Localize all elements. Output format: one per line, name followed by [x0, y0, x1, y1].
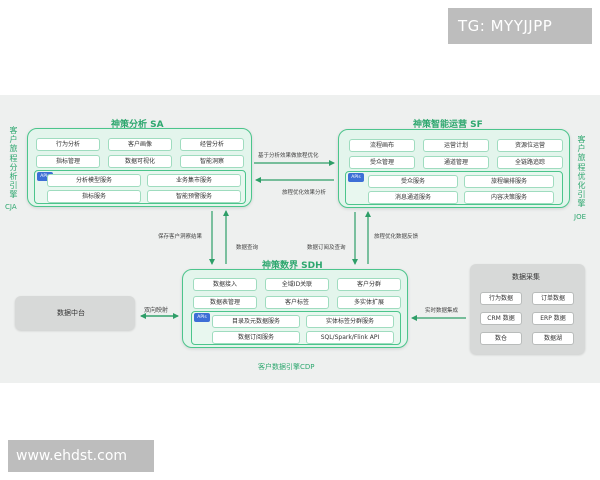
note-sa-to-sf: 基于分析效果做旅程优化	[258, 153, 319, 159]
collection-data-lake[interactable]: 数据湖	[532, 332, 574, 345]
sdh-title: 神策数界 SDH	[262, 261, 323, 271]
sa-chip-smart-alert-service[interactable]: 智能预警服务	[147, 190, 241, 203]
collection-erp-data[interactable]: ERP 数据	[532, 312, 574, 325]
sa-title: 神策分析 SA	[111, 120, 164, 130]
sdh-caption: 客户数据引擎CDP	[258, 363, 315, 371]
collection-crm-data[interactable]: CRM 数据	[480, 312, 522, 325]
sdh-chip-entity-tag-segment-service[interactable]: 实体标签分群服务	[306, 315, 394, 328]
sdh-chip-catalog-metadata-service[interactable]: 目录及元数据服务	[212, 315, 300, 328]
note-sf-to-sa: 旅程优化效果分析	[282, 190, 327, 196]
sdh-chip-table-management[interactable]: 数据表管理	[193, 296, 257, 309]
note-realtime: 实时数据集成	[425, 308, 459, 314]
sdh-panel: 数据接入 全域ID关联 客户分群 数据表管理 客户标签 多实体扩展 APIs 目…	[182, 269, 408, 348]
sf-side-abbr: JOE	[574, 213, 586, 221]
sdh-chip-sql-api[interactable]: SQL/Spark/Flink API	[306, 331, 394, 344]
sf-chip-resource-operation[interactable]: 资源位运营	[497, 139, 563, 152]
sa-chip-behavior-analysis[interactable]: 行为分析	[36, 138, 100, 151]
sdh-chip-customer-tags[interactable]: 客户标签	[265, 296, 329, 309]
note-data-query: 数据查询	[236, 245, 259, 251]
sa-chip-business-analysis[interactable]: 经营分析	[180, 138, 244, 151]
sf-chip-audience-service[interactable]: 受众服务	[368, 175, 458, 188]
watermark-top: TG: MYYJJPP	[448, 8, 592, 44]
note-save-segment: 保存客户洞察结果	[158, 234, 203, 240]
sa-chip-metric-management[interactable]: 指标管理	[36, 155, 100, 168]
note-bidirectional: 双向映射	[144, 307, 169, 314]
sa-chip-metric-service[interactable]: 指标服务	[47, 190, 141, 203]
sdh-chip-global-id-link[interactable]: 全域ID关联	[265, 278, 329, 291]
collection-behavior-data[interactable]: 行为数据	[480, 292, 522, 305]
sf-chip-audience-management[interactable]: 受众管理	[349, 156, 415, 169]
sf-panel: 流程画布 运营计划 资源位运营 受众管理 通道管理 全链路追踪 APIs 受众服…	[338, 129, 570, 208]
sf-side-label: 客户旅程优化引擎	[577, 135, 586, 209]
sf-chip-channel-management[interactable]: 通道管理	[423, 156, 489, 169]
sa-api-badge: APIs	[37, 172, 53, 181]
data-middle-platform[interactable]: 数据中台	[15, 296, 135, 330]
sf-api-group: APIs 受众服务 旅程编排服务 消息通道服务 内容决策服务	[345, 171, 563, 205]
sdh-chip-multi-entity[interactable]: 多实体扩展	[337, 296, 401, 309]
sdh-chip-data-subscription-service[interactable]: 数据订阅服务	[212, 331, 300, 344]
sf-title: 神策智能运营 SF	[413, 120, 483, 130]
sf-chip-journey-orchestration-service[interactable]: 旅程编排服务	[464, 175, 554, 188]
sa-api-group: APIs 分析模型服务 业务集市服务 指标服务 智能预警服务	[34, 170, 246, 204]
sdh-api-group: APIs 目录及元数据服务 实体标签分群服务 数据订阅服务 SQL/Spark/…	[191, 311, 401, 345]
sdh-chip-data-ingestion[interactable]: 数据接入	[193, 278, 257, 291]
sf-chip-flow-canvas[interactable]: 流程画布	[349, 139, 415, 152]
sf-chip-message-channel-service[interactable]: 消息通道服务	[368, 191, 458, 204]
sdh-chip-customer-segment[interactable]: 客户分群	[337, 278, 401, 291]
sf-api-badge: APIs	[348, 173, 364, 182]
sa-chip-analysis-model-service[interactable]: 分析模型服务	[47, 174, 141, 187]
sf-chip-content-decision-service[interactable]: 内容决策服务	[464, 191, 554, 204]
sa-chip-customer-profile[interactable]: 客户画像	[108, 138, 172, 151]
note-journey-feedback: 旅程优化数据反馈	[374, 234, 419, 240]
sa-side-abbr: CJA	[5, 203, 17, 211]
sa-chip-business-mart-service[interactable]: 业务集市服务	[147, 174, 241, 187]
data-middle-label: 数据中台	[57, 309, 85, 317]
sf-chip-operation-plan[interactable]: 运营计划	[423, 139, 489, 152]
sa-side-label: 客户旅程分析引擎	[9, 126, 18, 200]
data-collection-title: 数据采集	[512, 273, 540, 281]
collection-order-data[interactable]: 订单数据	[532, 292, 574, 305]
note-data-sub-query: 数据订阅及查询	[307, 245, 346, 251]
sa-panel: 行为分析 客户画像 经营分析 指标管理 数据可视化 智能洞察 APIs 分析模型…	[27, 128, 252, 207]
sa-chip-data-visualization[interactable]: 数据可视化	[108, 155, 172, 168]
watermark-bottom: www.ehdst.com	[8, 440, 154, 472]
data-collection-box: 数据采集 行为数据 订单数据 CRM 数据 ERP 数据 数仓 数据湖	[470, 264, 585, 354]
sa-chip-smart-insight[interactable]: 智能洞察	[180, 155, 244, 168]
sdh-api-badge: APIs	[194, 313, 210, 322]
sf-chip-full-link-tracking[interactable]: 全链路追踪	[497, 156, 563, 169]
collection-data-warehouse[interactable]: 数仓	[480, 332, 522, 345]
